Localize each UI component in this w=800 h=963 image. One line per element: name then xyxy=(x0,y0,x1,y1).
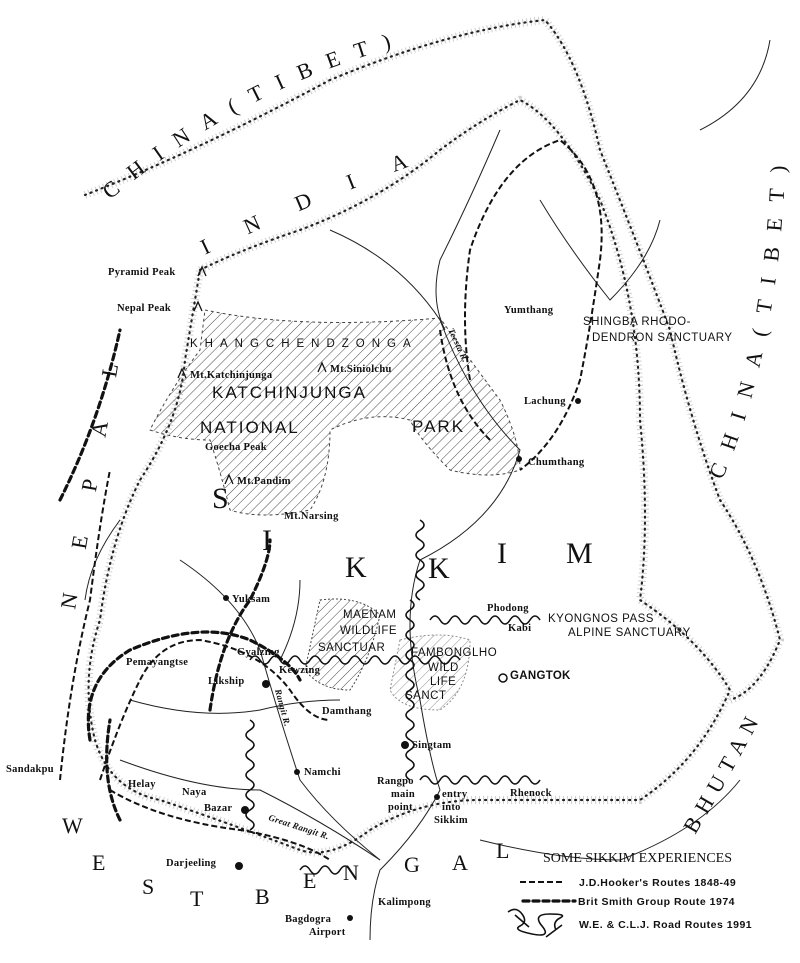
international-border xyxy=(83,15,785,704)
place-chumthang: Chumthang xyxy=(528,457,585,468)
label-shingba-2: DENDRON SANCTUARY xyxy=(592,332,733,344)
mountain-icon xyxy=(197,265,207,277)
place-yuksam: Yuksam xyxy=(232,594,270,605)
label-katchinjunga: KATCHINJUNGA xyxy=(212,383,367,402)
rangpo-note-main: main xyxy=(391,789,415,800)
place-namchi: Namchi xyxy=(304,767,341,778)
peak-pandim: Mt.Pandim xyxy=(237,476,291,487)
place-gyalzing: Gyalzing xyxy=(237,647,280,658)
label-shingba-1: SHINGBA RHODO- xyxy=(583,316,691,328)
place-kewzing: Kewzing xyxy=(279,665,321,676)
legend-item-hooker: J.D.Hooker's Routes 1848-49 xyxy=(579,877,736,889)
label-fambonglho-4: SANCT xyxy=(405,690,446,702)
peak-siniolchu: Mt.Siniolchu xyxy=(330,364,392,375)
label-national: NATIONAL xyxy=(200,418,300,437)
river-rangit-label: Rangit R. xyxy=(273,687,293,727)
place-airport: Airport xyxy=(309,927,346,938)
legend-item-brit: Brit Smith Group Route 1974 xyxy=(578,896,735,908)
label-maenam-3: SANCTUAR xyxy=(318,642,385,654)
peak-katchinjunga: Mt.Katchinjunga xyxy=(190,370,273,381)
town-markers xyxy=(223,398,581,921)
place-phodong: Phodong xyxy=(487,603,529,614)
rangpo-note-entry: entry xyxy=(442,789,468,800)
label-kyongnos-1: KYONGNOS PASS xyxy=(548,613,654,625)
place-damthang: Damthang xyxy=(322,706,372,717)
place-bagdogra: Bagdogra xyxy=(285,914,332,925)
region-india: INDIA xyxy=(196,134,448,260)
label-park: PARK xyxy=(412,417,465,436)
place-rangpo: Rangpo xyxy=(377,776,414,787)
region-bhutan: BHUTAN xyxy=(678,705,767,837)
rangpo-note-into: into xyxy=(442,802,461,813)
label-fambonglho-1: FAMBONGLHO xyxy=(411,647,497,659)
legend-item-road: W.E. & C.L.J. Road Routes 1991 xyxy=(579,919,752,931)
place-gangtok: GANGTOK xyxy=(510,670,571,682)
place-lachung: Lachung xyxy=(524,396,566,407)
label-fambonglho-2: WILD xyxy=(428,662,459,674)
label-kyongnos-2: ALPINE SANCTUARY xyxy=(568,627,691,639)
place-bazar: Bazar xyxy=(204,803,232,814)
place-singtam: Singtam xyxy=(412,740,451,751)
label-maenam-1: MAENAM xyxy=(343,609,396,621)
peaks: Pyramid Peak Nepal Peak Mt.Katchinjunga … xyxy=(108,267,392,522)
mountain-icon xyxy=(193,300,203,312)
place-likship: Likship xyxy=(208,676,245,687)
label-maenam-2: WILDLIFE xyxy=(340,625,397,637)
sikkim-border xyxy=(84,95,735,857)
peak-goecha: Goecha Peak xyxy=(205,442,267,453)
label-fambonglho-3: LIFE xyxy=(430,676,456,688)
peak-pyramid: Pyramid Peak xyxy=(108,267,175,278)
rangpo-note-point: point xyxy=(388,802,413,813)
label-khangchendzonga: KHANGCHENDZONGA xyxy=(190,338,418,350)
place-rhenock: Rhenock xyxy=(510,788,552,799)
legend-title: SOME SIKKIM EXPERIENCES xyxy=(543,851,732,866)
peak-icons xyxy=(177,265,327,485)
place-helay: Helay xyxy=(128,779,156,790)
peak-narsing: Mt.Narsing xyxy=(284,511,339,522)
mountain-icon xyxy=(177,367,187,379)
places: Yumthang Lachung Chumthang Yuksam Phodon… xyxy=(6,305,585,938)
place-naya: Naya xyxy=(182,787,207,798)
place-yumthang: Yumthang xyxy=(504,305,554,316)
mountain-icon xyxy=(224,473,234,485)
national-park-area xyxy=(149,309,521,516)
place-pemayangtse: Pemayangtse xyxy=(126,657,188,668)
legend: SOME SIKKIM EXPERIENCES J.D.Hooker's Rou… xyxy=(507,851,752,938)
place-kalimpong: Kalimpong xyxy=(378,897,431,908)
region-china-tibet-east: CHINA(TIBET) xyxy=(704,149,791,482)
place-kabi: Kabi xyxy=(508,623,531,634)
legend-road-swatch xyxy=(507,908,564,938)
peak-nepal: Nepal Peak xyxy=(117,303,171,314)
fambonglho-sanctuary-area xyxy=(389,634,471,711)
rangpo-note-sikkim: Sikkim xyxy=(434,815,468,826)
maenam-sanctuary-area xyxy=(304,598,381,691)
place-darjeeling: Darjeeling xyxy=(166,858,217,869)
place-sandakpu: Sandakpu xyxy=(6,764,54,775)
hooker-routes xyxy=(59,138,603,861)
mountain-icon xyxy=(317,361,327,373)
